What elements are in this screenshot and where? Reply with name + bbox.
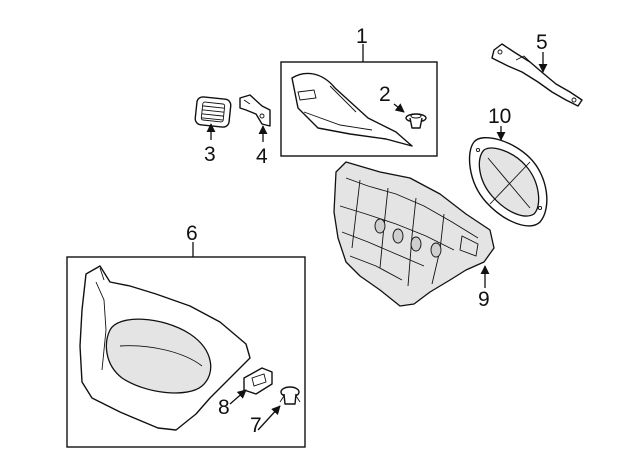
part-10-access-cover <box>468 137 548 227</box>
callout-6: 6 <box>186 222 198 245</box>
part-1-quarter-trim-panel <box>291 72 413 147</box>
part-6-quarter-trim-panel <box>79 265 251 431</box>
callout-5: 5 <box>536 31 548 54</box>
part-2-push-clip <box>405 113 427 129</box>
part-9-trunk-liner <box>333 161 495 307</box>
part-3-vent-grille <box>194 96 232 128</box>
callout-8: 8 <box>218 396 230 419</box>
callout-1: 1 <box>356 25 368 48</box>
part-4-bracket <box>239 94 271 127</box>
callout-2: 2 <box>379 83 391 106</box>
callout-4: 4 <box>256 145 268 168</box>
callout-10: 10 <box>488 105 511 128</box>
callout-7: 7 <box>250 414 262 437</box>
part-5-mounting-strap <box>491 43 583 107</box>
callout-9: 9 <box>478 288 490 311</box>
part-7-push-retainer <box>279 386 301 405</box>
callout-3: 3 <box>204 143 216 166</box>
part-8-clip-bracket <box>243 367 273 395</box>
callout-leaders <box>192 44 548 431</box>
group-box-6 <box>66 256 306 448</box>
group-box-1 <box>280 61 438 157</box>
